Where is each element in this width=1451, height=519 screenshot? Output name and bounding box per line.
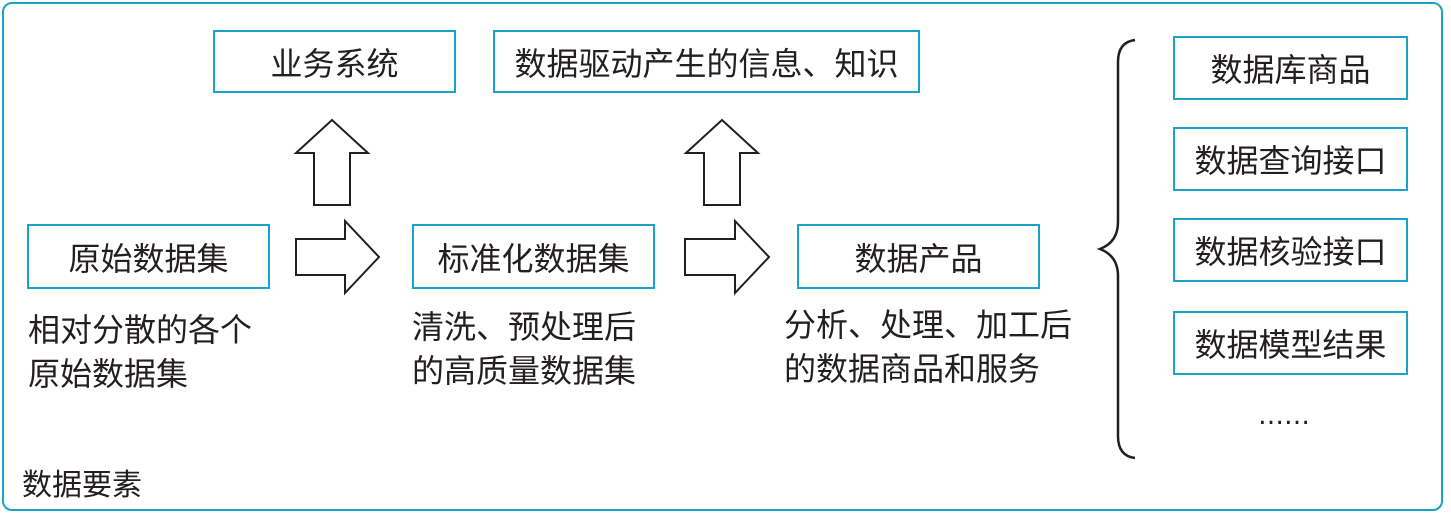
product-types-ellipsis: …… (1258, 401, 1310, 431)
data-elements-label: 数据要素 (22, 468, 142, 503)
data-product-desc-line1: 分析、处理、加工后 (784, 306, 1073, 344)
raw-dataset-box: 原始数据集 (27, 224, 270, 289)
product-type-label: 数据模型结果 (1194, 326, 1387, 364)
standardized-dataset-desc-line2: 的高质量数据集 (412, 352, 637, 390)
product-type-verify-api-box: 数据核验接口 (1173, 218, 1408, 282)
raw-dataset-title: 原始数据集 (68, 239, 229, 278)
product-type-label: 数据核验接口 (1194, 233, 1387, 271)
curly-brace (1096, 38, 1136, 460)
data-product-desc: 分析、处理、加工后 的数据商品和服务 (784, 303, 1072, 391)
product-type-label: 数据查询接口 (1194, 142, 1387, 180)
data-product-box: 数据产品 (797, 224, 1040, 289)
standardized-dataset-title: 标准化数据集 (437, 239, 630, 278)
raw-dataset-desc-line2: 原始数据集 (28, 355, 189, 393)
business-systems-box: 业务系统 (213, 30, 456, 93)
right-arrow-standardized-to-product (684, 218, 771, 296)
data-driven-info-box: 数据驱动产生的信息、知识 (493, 30, 920, 93)
product-type-label: 数据库商品 (1210, 51, 1371, 89)
product-type-query-api-box: 数据查询接口 (1173, 127, 1408, 191)
product-type-database-box: 数据库商品 (1173, 36, 1408, 100)
raw-dataset-desc: 相对分散的各个 原始数据集 (28, 308, 252, 396)
data-driven-info-label: 数据驱动产生的信息、知识 (514, 44, 899, 83)
up-arrow-to-info-knowledge (683, 118, 761, 206)
data-product-title: 数据产品 (854, 239, 983, 278)
standardized-dataset-box: 标准化数据集 (412, 224, 655, 289)
data-elements-frame (2, 2, 1443, 511)
product-type-model-result-box: 数据模型结果 (1173, 311, 1408, 375)
business-systems-label: 业务系统 (270, 44, 399, 83)
right-arrow-raw-to-standardized (295, 218, 381, 296)
standardized-dataset-desc: 清洗、预处理后 的高质量数据集 (412, 305, 636, 393)
data-product-desc-line2: 的数据商品和服务 (784, 350, 1041, 388)
standardized-dataset-desc-line1: 清洗、预处理后 (412, 308, 637, 346)
raw-dataset-desc-line1: 相对分散的各个 (28, 311, 253, 349)
up-arrow-to-business-systems (293, 118, 371, 206)
